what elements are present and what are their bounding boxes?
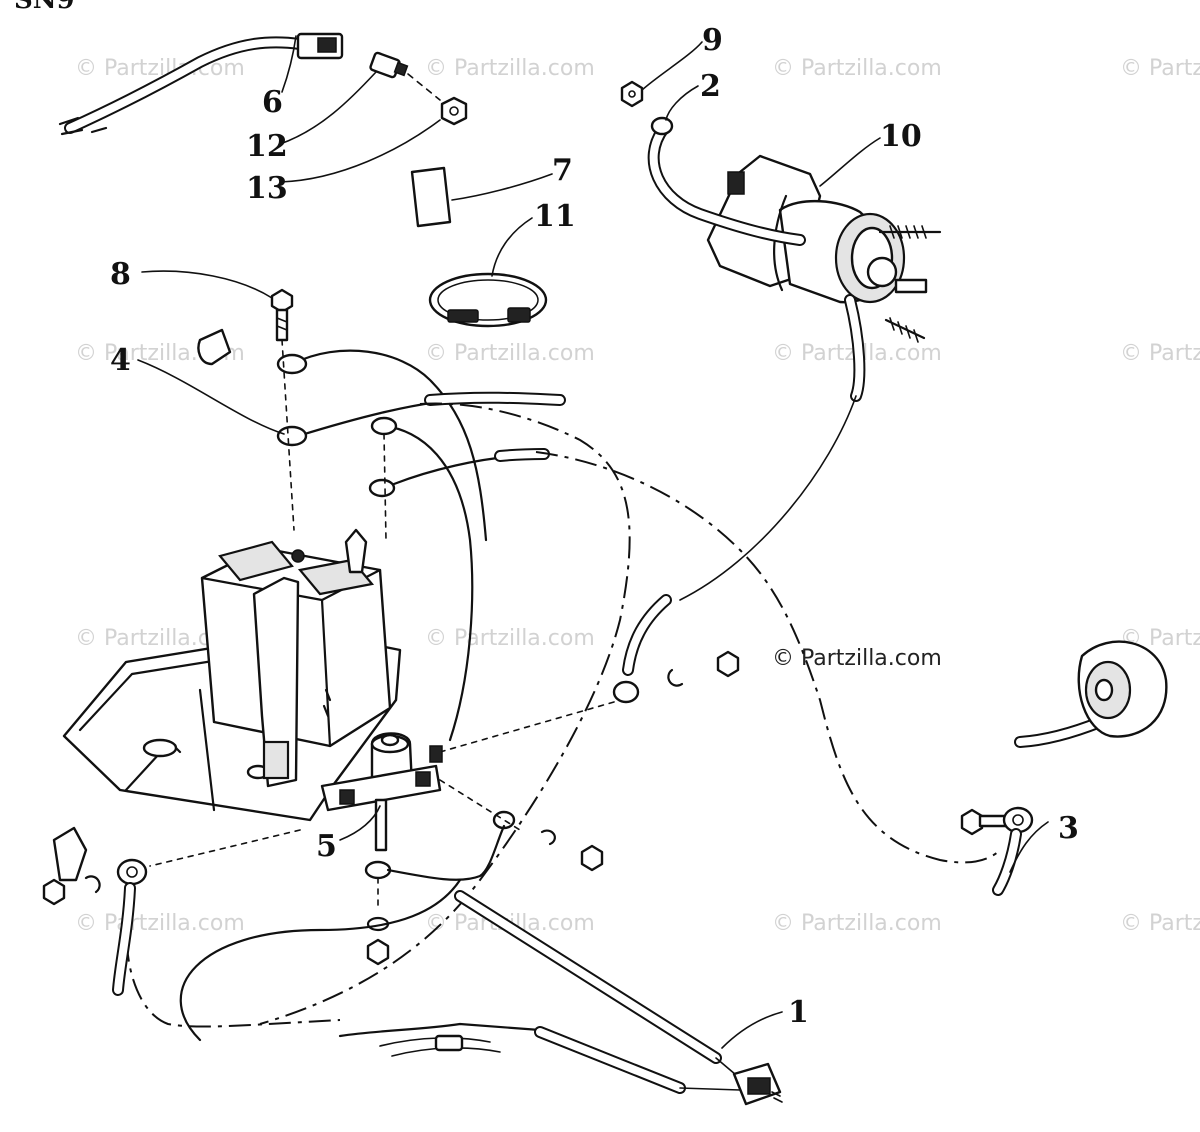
left-ground-lead <box>42 826 301 996</box>
watermark: © Partzilla.com <box>425 341 595 366</box>
watermark-layer: © Partzilla.com © Partzilla.com © Partzi… <box>75 56 1200 936</box>
solenoid-part-5 <box>320 732 443 852</box>
pad-part-7 <box>410 166 452 228</box>
callout-1: 1 <box>788 995 809 1030</box>
main-harness-part-1 <box>125 402 999 1106</box>
watermark: © Partzilla.com <box>1120 341 1200 366</box>
battery-cables-part-4 <box>276 339 566 742</box>
callout-8: 8 <box>110 257 131 292</box>
callout-11: 11 <box>534 199 576 234</box>
callout-12: 12 <box>246 129 288 164</box>
callout-10: 10 <box>880 119 922 154</box>
solenoid-leads <box>364 779 604 966</box>
terminal-boot <box>197 328 232 366</box>
starter-motor-part-10 <box>706 154 942 343</box>
watermark: © Partzilla.com <box>75 911 245 936</box>
corner-code: SN9 <box>14 0 75 15</box>
watermark: © Partzilla.com <box>772 911 942 936</box>
nut-part-9 <box>620 80 644 108</box>
lock-washer-and-nut <box>667 650 740 687</box>
battery <box>200 528 392 788</box>
watermark: © Partzilla.com <box>425 56 595 81</box>
callout-6: 6 <box>262 85 283 120</box>
leader-lines <box>137 35 1049 1049</box>
callout-5: 5 <box>316 829 337 864</box>
callout-3: 3 <box>1058 811 1079 846</box>
watermark: © Partzilla.com <box>1120 56 1200 81</box>
switch-part-12 <box>369 51 409 79</box>
callout-7: 7 <box>552 153 573 188</box>
ground-cable-part-3 <box>960 806 1034 896</box>
watermark: © Partzilla.com <box>425 626 595 651</box>
watermark: © Partzilla.com <box>1120 911 1200 936</box>
starter-cable-part-2 <box>647 116 806 246</box>
watermark: © Partzilla.com <box>772 56 942 81</box>
clamp-part-11 <box>428 272 548 328</box>
callout-9: 9 <box>702 23 723 58</box>
horn <box>1014 640 1168 748</box>
callout-4: 4 <box>110 343 131 378</box>
harness-lead-part-6 <box>58 32 344 136</box>
watermark: © Partzilla.com <box>772 646 942 671</box>
starter-to-solenoid-cable <box>439 294 866 753</box>
bolt-part-8 <box>270 288 294 342</box>
nut-part-13 <box>440 96 468 126</box>
callout-2: 2 <box>700 69 721 104</box>
callout-13: 13 <box>246 171 288 206</box>
callout-labels: 1 2 3 4 5 6 7 8 9 10 11 12 13 <box>110 23 1079 1030</box>
